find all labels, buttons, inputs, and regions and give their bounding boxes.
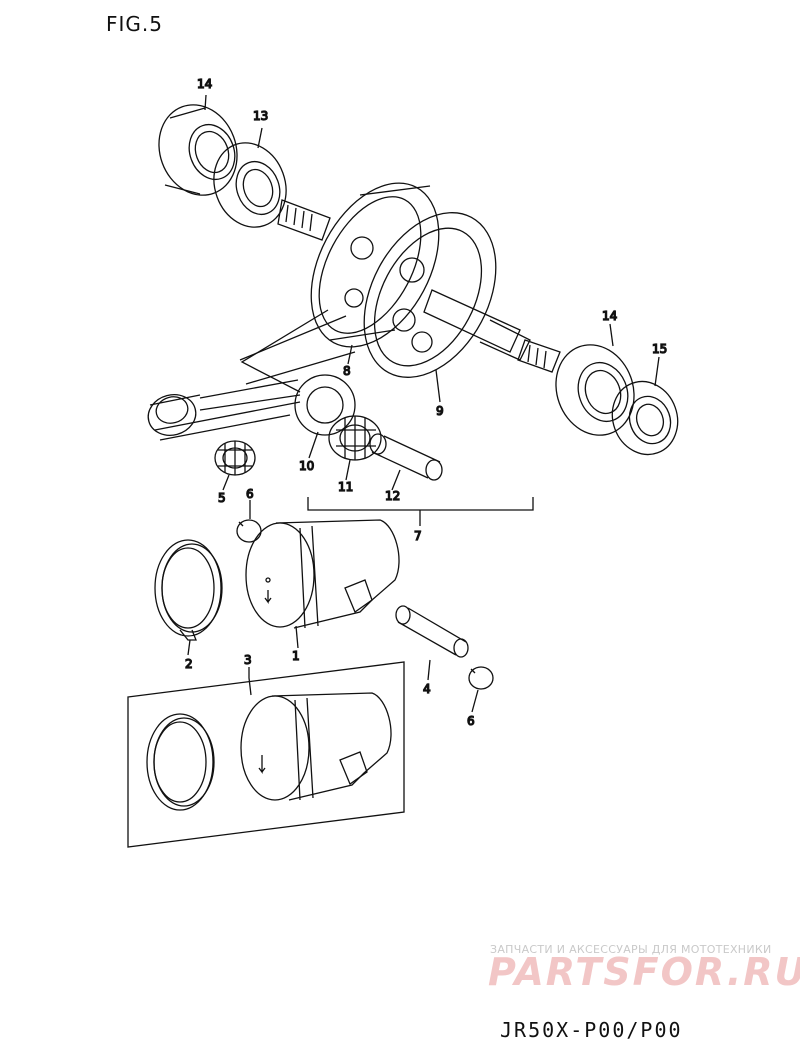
leader-lines (187, 94, 660, 713)
bearing-14-right[interactable] (544, 334, 647, 446)
piston-set-3[interactable] (127, 661, 405, 848)
callout-8: 8 (343, 364, 351, 378)
piston-pin-clip-6-left[interactable] (236, 519, 262, 543)
callout-2: 2 (185, 657, 193, 671)
needle-bearing-11[interactable] (328, 415, 382, 461)
oil-seal-15[interactable] (602, 372, 687, 463)
callout-11: 11 (338, 480, 353, 494)
callout-15: 15 (652, 342, 667, 356)
oil-seal-13[interactable] (202, 133, 297, 238)
bracket-crankshaft (240, 309, 329, 393)
watermark-tagline: ЗАПЧАСТИ И АКСЕССУАРЫ ДЛЯ МОТОТЕХНИКИ (490, 943, 772, 956)
bearing-14-left[interactable] (147, 94, 250, 206)
callout-1: 1 (292, 649, 300, 663)
page-code: JR50X-P00/P00 (500, 1018, 683, 1042)
callout-9: 9 (436, 404, 444, 418)
figure-title: FIG.5 (106, 12, 163, 36)
piston-rings-2[interactable] (154, 539, 223, 641)
watermark-logo: PARTSFOR.RU (488, 950, 800, 994)
bracket-7 (307, 497, 534, 526)
callout-14-right: 14 (602, 309, 617, 323)
crank-pin-12[interactable] (369, 433, 443, 481)
callout-12: 12 (385, 489, 400, 503)
needle-bearing-5[interactable] (214, 440, 256, 476)
callout-3: 3 (244, 653, 252, 667)
callout-13: 13 (253, 109, 268, 123)
callout-5: 5 (218, 491, 226, 505)
piston-1[interactable] (245, 519, 400, 629)
crankshaft-assembly[interactable] (277, 161, 561, 399)
callout-4: 4 (423, 682, 431, 696)
callout-6-lower: 6 (467, 714, 475, 728)
callout-10: 10 (299, 459, 314, 473)
piston-pin-clip-6-right[interactable] (468, 666, 494, 690)
callout-6-upper: 6 (246, 487, 254, 501)
callout-14-left: 14 (197, 77, 212, 91)
piston-pin-4[interactable] (395, 605, 469, 658)
callout-7: 7 (414, 529, 422, 543)
